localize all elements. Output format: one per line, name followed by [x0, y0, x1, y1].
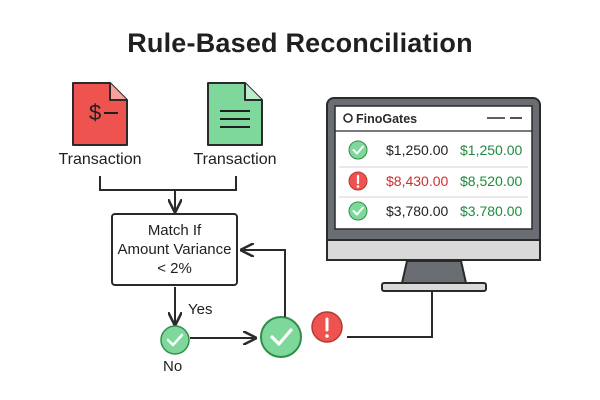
match-rule-box: Match If Amount Variance < 2%	[111, 213, 238, 286]
dollar-document-icon: $	[72, 82, 128, 146]
transaction-label-right: Transaction	[193, 151, 277, 168]
diagram-title: Rule-Based Reconciliation	[127, 28, 473, 58]
row-3-left-amount: $3,780.00	[386, 203, 449, 219]
svg-text:$: $	[89, 100, 101, 125]
feedback-arrow	[243, 250, 286, 317]
app-logo-icon	[343, 113, 353, 123]
alert-icon	[311, 311, 343, 343]
app-name: FinoGates	[356, 112, 418, 126]
row-2-right-amount: $8,520.00	[460, 173, 523, 189]
check-circle-icon	[348, 140, 368, 160]
rule-line-1: Match If	[147, 222, 202, 239]
merge-connector	[99, 176, 237, 191]
monitor	[326, 97, 541, 292]
row-1-left-amount: $1,250.00	[386, 142, 449, 158]
alert-circle-icon	[348, 171, 368, 191]
row-2-left-amount: $8,430.00	[386, 173, 449, 189]
row-1-right-amount: $1,250.00	[460, 142, 523, 158]
small-check-icon	[160, 325, 190, 355]
transaction-label-left: Transaction	[58, 151, 142, 168]
row-3-right-amount: $3.780.00	[460, 203, 523, 219]
rule-line-3: < 2%	[157, 260, 192, 277]
no-label: No	[163, 358, 183, 375]
text-document-icon	[207, 82, 263, 146]
rule-line-2: Amount Variance	[117, 241, 232, 258]
large-check-icon	[260, 316, 302, 358]
yes-label: Yes	[188, 301, 213, 318]
monitor-connector	[347, 290, 433, 338]
check-circle-icon	[348, 201, 368, 221]
